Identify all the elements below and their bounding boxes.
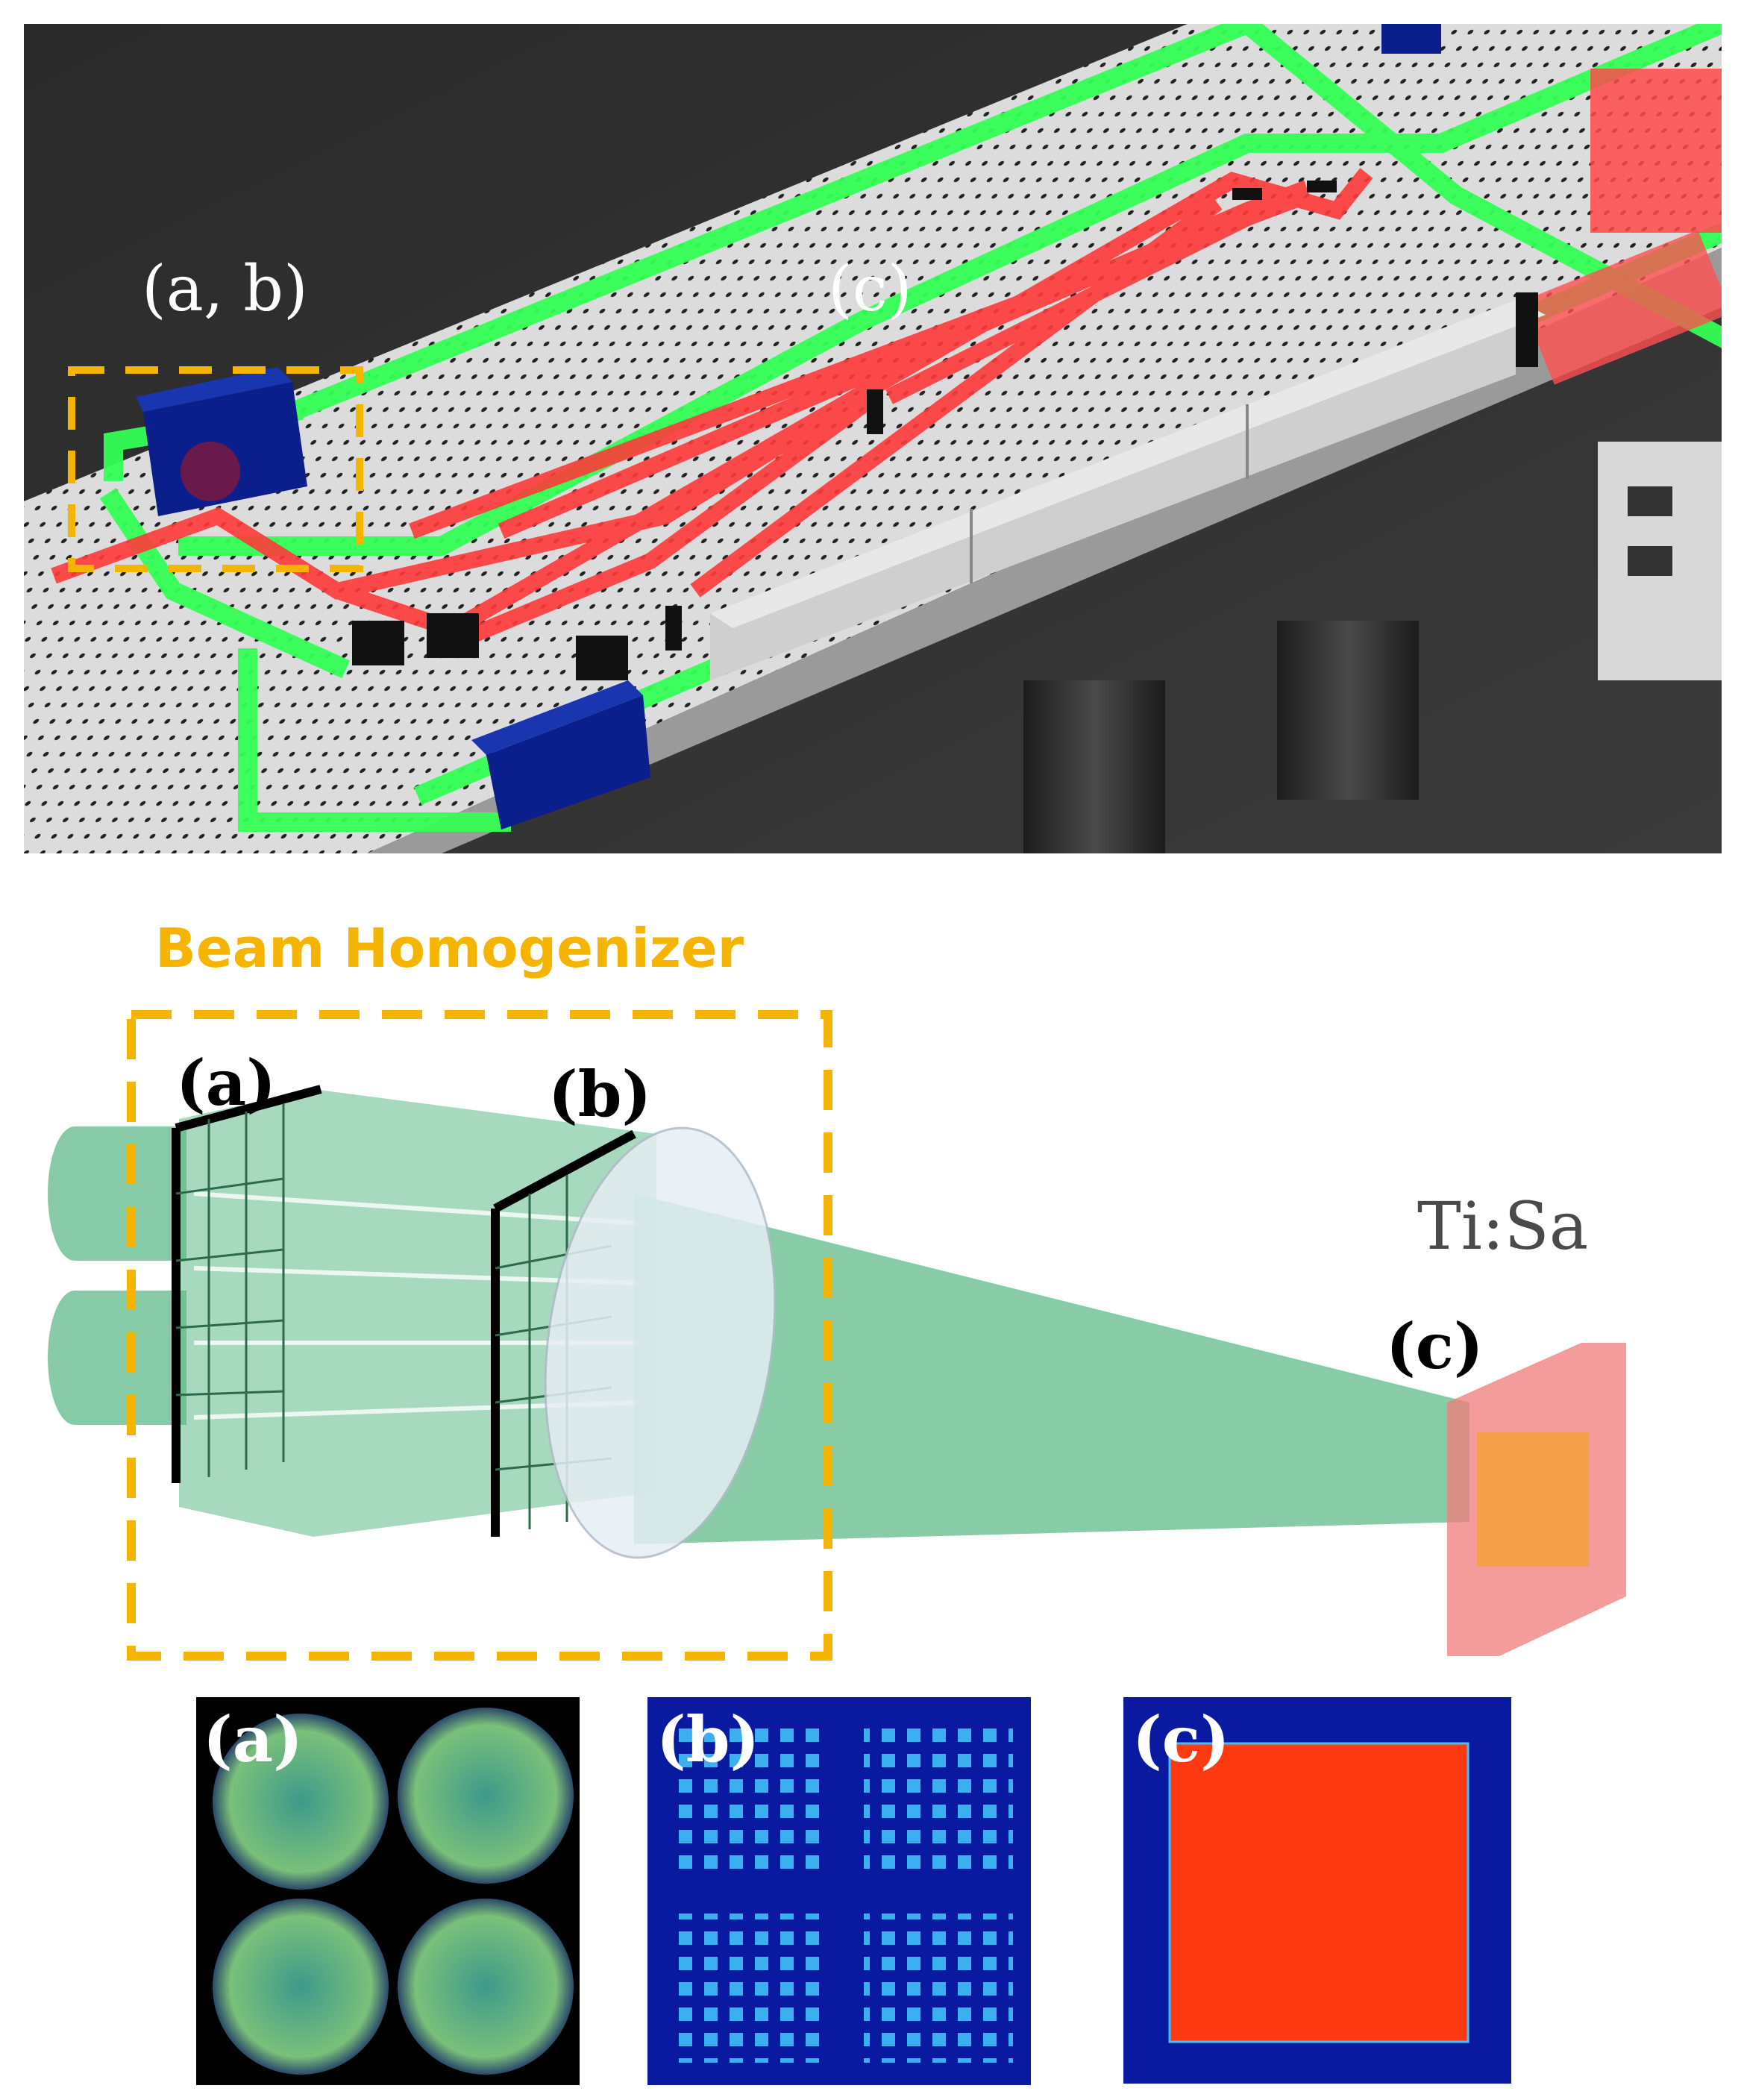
optical-table-render [24, 24, 1722, 853]
pump-laser [136, 367, 307, 516]
focusing-lens [544, 1126, 777, 1559]
beam-profile-b [647, 1697, 1031, 2085]
homogenizer-diagram [48, 1010, 1626, 1661]
profile-label-a: (a) [203, 1702, 303, 1776]
focused-beam [634, 1194, 1469, 1544]
microlens-array-a [172, 1085, 322, 1483]
homog-label-b: (b) [548, 1057, 652, 1131]
table-leg [1023, 680, 1165, 853]
top-label-ab: (a, b) [142, 252, 308, 325]
top-label-c: (c) [828, 252, 912, 325]
homogenizer-title: Beam Homogenizer [155, 917, 744, 980]
input-beam [48, 1126, 186, 1425]
tisa-label: Ti:Sa [1417, 1188, 1589, 1264]
beam-profile-a [196, 1697, 580, 2085]
dashed-box-ab [68, 366, 363, 572]
profile-label-c: (c) [1132, 1702, 1230, 1776]
dashed-box-homogenizer [127, 1010, 832, 1661]
homog-label-c: (c) [1386, 1309, 1484, 1383]
homog-label-a: (a) [176, 1046, 276, 1120]
table-leg [1277, 621, 1419, 800]
beam-profile-c [1123, 1697, 1511, 2084]
tisa-crystal [1447, 1343, 1626, 1656]
red-beam-paths [51, 168, 1373, 645]
profile-label-b: (b) [656, 1702, 760, 1776]
pump-laser [471, 680, 650, 830]
